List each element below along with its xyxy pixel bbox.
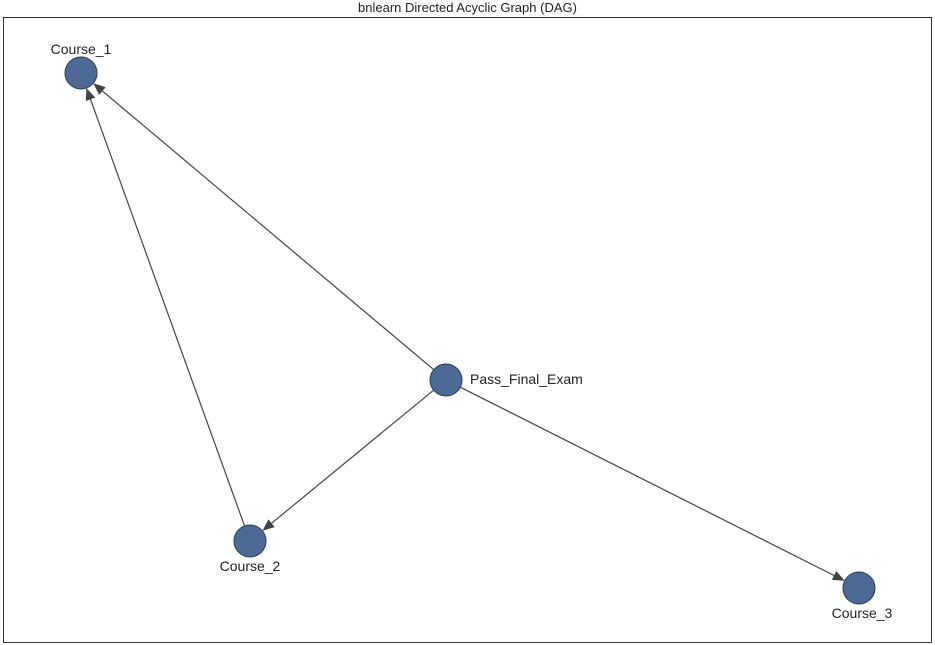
node-circle-course_2	[233, 524, 267, 558]
diagram-title: bnlearn Directed Acyclic Graph (DAG)	[358, 0, 577, 15]
edge-pass_final_exam-to-course_3	[460, 386, 845, 581]
node-circle-course_1	[64, 56, 98, 90]
node-course_3: Course_3	[832, 571, 893, 621]
node-label-course_1: Course_1	[51, 41, 112, 57]
edges	[85, 83, 845, 581]
node-circle-pass_final_exam	[429, 363, 463, 397]
node-label-course_2: Course_2	[220, 558, 281, 574]
node-circle-course_3	[842, 571, 876, 605]
node-pass_final_exam: Pass_Final_Exam	[429, 363, 583, 397]
node-course_1: Course_1	[51, 41, 112, 90]
node-label-pass_final_exam: Pass_Final_Exam	[470, 371, 583, 387]
edge-pass_final_exam-to-course_2	[262, 389, 435, 531]
node-course_2: Course_2	[220, 524, 281, 574]
edge-pass_final_exam-to-course_1	[93, 83, 435, 371]
edge-course_2-to-course_1	[85, 88, 246, 527]
node-label-course_3: Course_3	[832, 605, 893, 621]
plot-frame	[3, 17, 932, 643]
